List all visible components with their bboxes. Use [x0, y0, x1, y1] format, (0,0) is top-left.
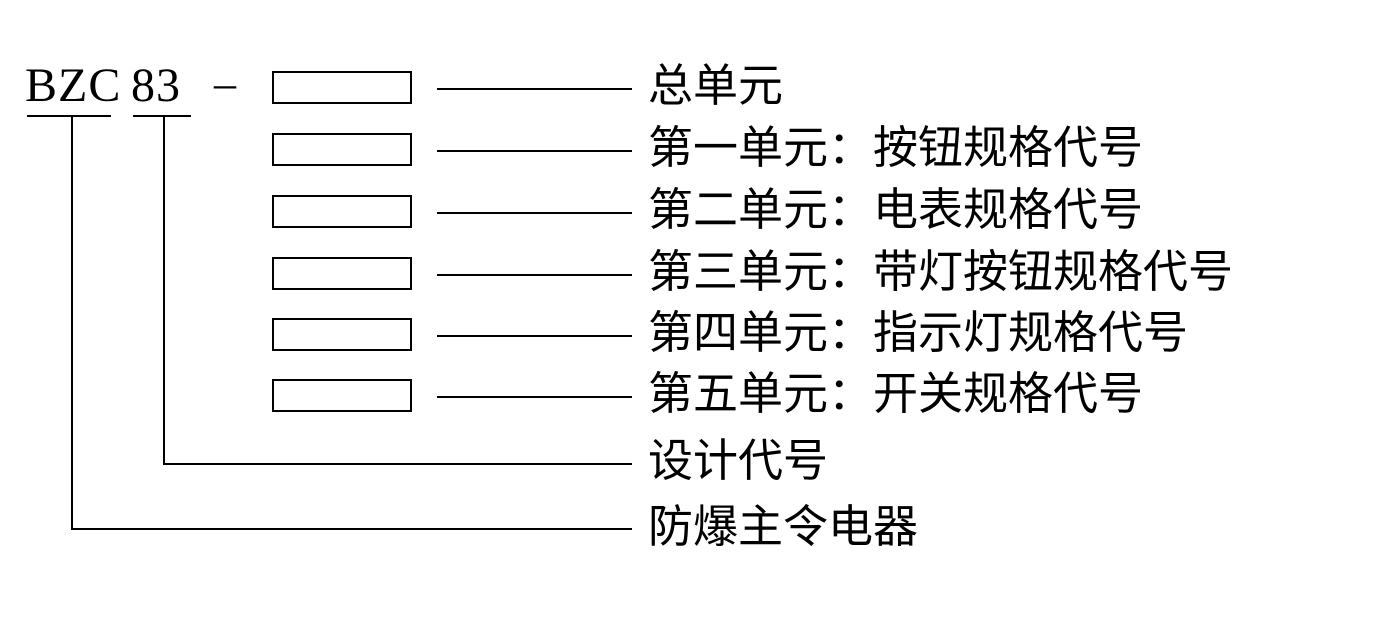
model-code-series: 83	[131, 59, 181, 112]
underline-series	[133, 115, 191, 117]
leader-design-code	[163, 463, 632, 465]
leader-product-type	[71, 528, 632, 530]
unit-box-total-unit[interactable]	[272, 71, 412, 104]
unit-box-unit-2[interactable]	[272, 195, 412, 228]
leader-unit-4	[437, 335, 632, 337]
leader-unit-5	[437, 396, 632, 398]
leader-unit-2	[437, 212, 632, 214]
label-total-unit: 总单元	[648, 61, 784, 111]
model-code-prefix: BZC	[25, 59, 122, 112]
unit-box-unit-3[interactable]	[272, 257, 412, 290]
unit-box-unit-5[interactable]	[272, 379, 412, 412]
label-design-code: 设计代号	[648, 436, 829, 486]
unit-box-unit-4[interactable]	[272, 318, 412, 351]
leader-total-unit	[437, 88, 632, 90]
unit-box-unit-1[interactable]	[272, 133, 412, 166]
label-unit-4: 第四单元：指示灯规格代号	[648, 308, 1189, 358]
leader-unit-1	[437, 150, 632, 152]
underline-prefix	[27, 115, 111, 117]
leader-unit-3	[437, 274, 632, 276]
label-unit-5: 第五单元：开关规格代号	[648, 369, 1144, 419]
label-unit-3: 第三单元：带灯按钮规格代号	[648, 247, 1234, 297]
label-product-type: 防爆主令电器	[648, 502, 919, 552]
dropline-series	[163, 115, 165, 464]
label-unit-2: 第二单元：电表规格代号	[648, 185, 1144, 235]
model-code-separator: –	[214, 59, 237, 108]
dropline-prefix	[71, 115, 73, 529]
label-unit-1: 第一单元：按钮规格代号	[648, 123, 1144, 173]
